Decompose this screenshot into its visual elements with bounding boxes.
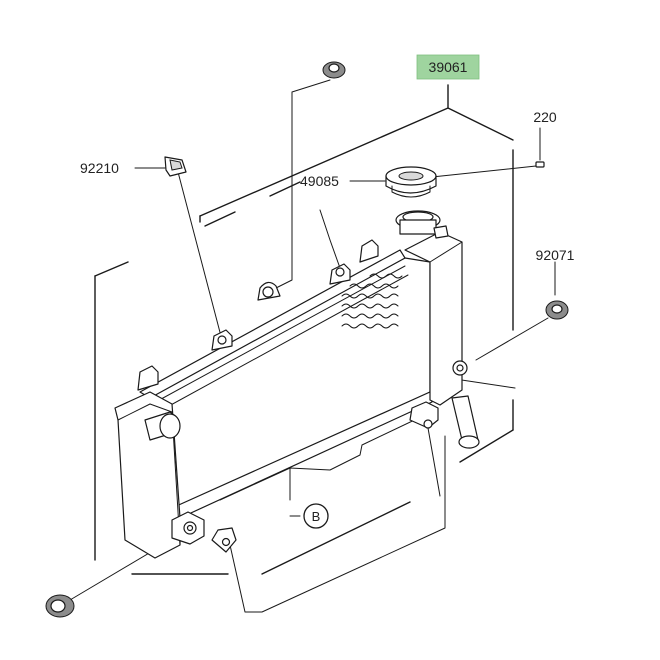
part-number-clip: 92210 (80, 160, 119, 176)
clip (164, 156, 187, 177)
label-assembly: 39061 (416, 54, 480, 80)
screw (535, 161, 545, 168)
assembly-bracket (94, 84, 514, 575)
reference-marker-label: B (312, 509, 321, 524)
part-number-screw: 220 (533, 109, 557, 125)
radiator-cap (385, 166, 437, 198)
left-tank (114, 391, 237, 559)
fin-pattern (341, 273, 403, 329)
right-tank (395, 210, 480, 449)
part-number-grommet: 92071 (536, 247, 575, 263)
grommet-top (322, 61, 346, 79)
grommet-right (545, 300, 569, 320)
grommet-bottom (45, 594, 75, 618)
reference-marker: B (303, 503, 329, 529)
radiator-core (137, 239, 433, 519)
part-number-assembly: 39061 (429, 59, 468, 75)
tab-left (137, 365, 159, 391)
part-number-cap: 49085 (300, 173, 339, 189)
